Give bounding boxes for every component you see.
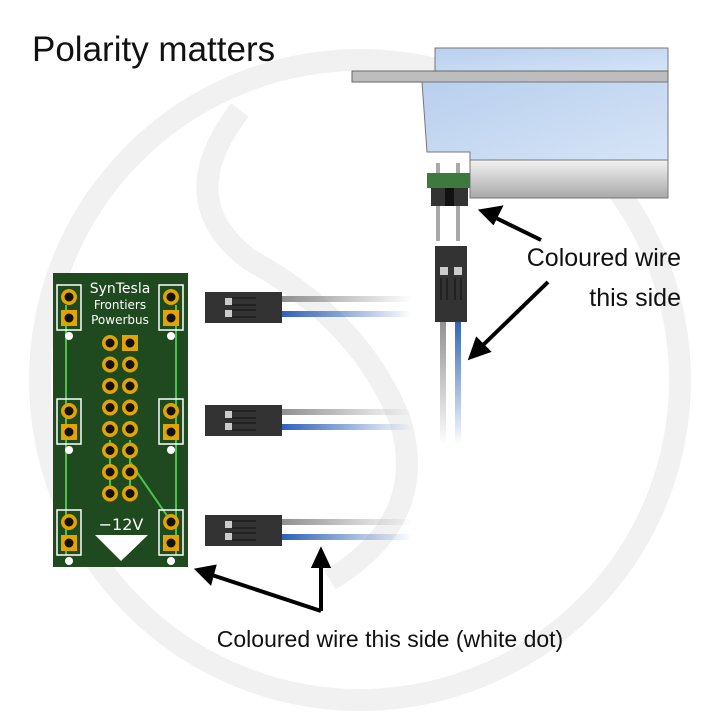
coloured-wire — [282, 311, 412, 317]
module-front-panel — [434, 47, 669, 73]
coloured-wire — [282, 424, 412, 430]
connector-housing — [205, 515, 282, 546]
module-pcb-edge — [469, 159, 669, 199]
connector-housing — [205, 405, 282, 436]
ribbon-connector — [205, 292, 412, 323]
module-body — [421, 81, 669, 161]
module-header-pcb — [427, 173, 470, 188]
plain-wire — [282, 409, 412, 415]
arrow-head — [477, 205, 504, 226]
vertical-ribbon-connector — [435, 246, 467, 445]
plain-wire — [282, 519, 412, 525]
plain-wire — [282, 296, 412, 302]
polarity-white-dot — [65, 557, 73, 565]
power-connector-outline — [158, 284, 184, 331]
watermark-logo — [29, 49, 691, 711]
power-connector-outline — [158, 509, 184, 556]
power-connector-outline — [158, 398, 184, 445]
polarity-white-dot — [65, 332, 73, 340]
polarity-white-dot — [65, 446, 73, 454]
pcb-brand: SynTesla — [90, 281, 151, 297]
pin1-triangle-marker — [95, 535, 148, 561]
polarity-white-dot — [167, 557, 175, 565]
ribbon-connector — [205, 405, 412, 436]
polarity-white-dot — [167, 446, 175, 454]
pcb-line3: Powerbus — [91, 313, 149, 327]
label-bottom-note: Coloured wire this side (white dot) — [217, 626, 563, 652]
ribbon-connector — [205, 515, 412, 546]
label-coloured-wire-line1: Coloured wire — [527, 244, 681, 272]
arrows — [193, 205, 550, 613]
coloured-wire — [282, 534, 412, 540]
power-connector-outline — [56, 398, 82, 445]
label-coloured-wire-line2: this side — [589, 284, 681, 312]
power-connector-outline — [56, 509, 82, 556]
pcb-voltage: −12V — [99, 515, 144, 534]
powerbus-pcb: SynTesla Frontiers Powerbus −12V — [53, 273, 188, 567]
polarity-white-dot — [167, 332, 175, 340]
page-title: Polarity matters — [32, 30, 275, 69]
module-rail — [351, 70, 669, 83]
power-connector-outline — [56, 284, 82, 331]
pcb-line2: Frontiers — [94, 298, 146, 312]
module-side-view — [351, 47, 669, 241]
arrow-head — [310, 546, 332, 568]
arrow-head — [193, 564, 217, 586]
connector-housing — [205, 292, 282, 323]
arrow-head — [467, 336, 492, 361]
